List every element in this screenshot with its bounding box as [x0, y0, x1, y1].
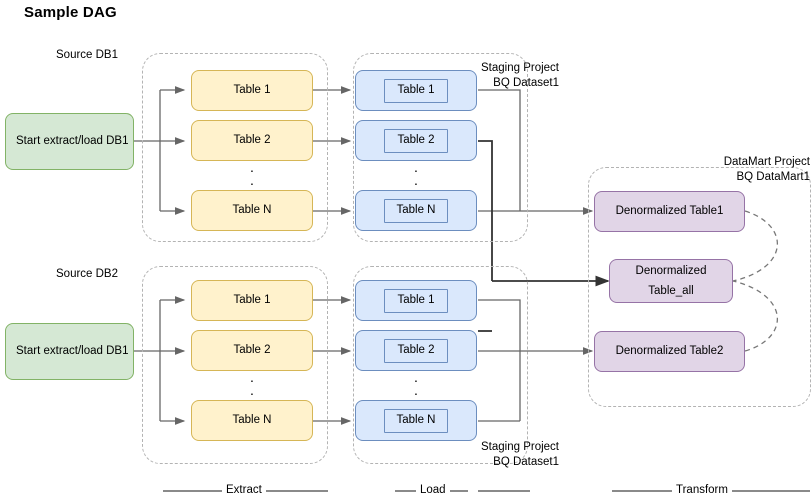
- group-source-db2: [142, 266, 328, 464]
- label-staging-top: Staging Project BQ Dataset1: [481, 62, 559, 89]
- label-source-db1: Source DB1: [56, 49, 119, 61]
- load-db1-table-1-inner: Table 1: [384, 78, 448, 103]
- transform-denormalized-table2-label: Denormalized Table2: [615, 345, 724, 357]
- extract-db1-table-n[interactable]: Table N: [191, 190, 313, 231]
- load-db1-table-2-inner: Table 2: [384, 128, 448, 153]
- extract-db1-table-1-label: Table 1: [233, 84, 271, 96]
- load-db2-ellipsis: ··: [413, 372, 419, 401]
- load-db2-table-2-inner: Table 2: [384, 338, 448, 363]
- extract-db2-table-n[interactable]: Table N: [191, 400, 313, 441]
- label-staging-bottom: Staging Project BQ Dataset1: [481, 441, 559, 468]
- extract-db1-table-2-label: Table 2: [233, 134, 271, 146]
- start-node-db1-label: Start extract/load DB1: [16, 135, 129, 147]
- load-db1-table-2-label: Table 2: [397, 134, 435, 146]
- phase-label-transform: Transform: [672, 484, 732, 496]
- load-db2-table-2[interactable]: Table 2: [355, 330, 477, 371]
- transform-denormalized-table-all[interactable]: Denormalized Table_all: [609, 259, 733, 303]
- load-db2-table-1[interactable]: Table 1: [355, 280, 477, 321]
- extract-db2-table-2[interactable]: Table 2: [191, 330, 313, 371]
- load-db2-table-n-inner: Table N: [384, 408, 448, 433]
- group-source-db1: [142, 53, 328, 242]
- load-db1-table-n-label: Table N: [396, 204, 436, 216]
- extract-db2-table-1[interactable]: Table 1: [191, 280, 313, 321]
- extract-db2-table-n-label: Table N: [232, 414, 272, 426]
- transform-denormalized-table1-label: Denormalized Table1: [615, 205, 724, 217]
- start-node-db2-label: Start extract/load DB1: [16, 345, 129, 357]
- label-source-db2: Source DB2: [56, 268, 119, 280]
- group-staging-db2: [353, 266, 528, 464]
- load-db2-table-1-label: Table 1: [397, 294, 435, 306]
- transform-denormalized-table2[interactable]: Denormalized Table2: [594, 331, 745, 372]
- label-datamart: DataMart Project BQ DataMart1: [723, 156, 810, 183]
- load-db1-table-n[interactable]: Table N: [355, 190, 477, 231]
- load-db1-table-1-label: Table 1: [397, 84, 435, 96]
- extract-db2-ellipsis: ··: [249, 372, 255, 401]
- load-db1-ellipsis: ··: [413, 162, 419, 191]
- start-node-db1[interactable]: Start extract/load DB1: [5, 113, 134, 170]
- extract-db1-table-2[interactable]: Table 2: [191, 120, 313, 161]
- transform-denormalized-table-all-label: Denormalized Table_all: [635, 265, 707, 297]
- group-staging-db1: [353, 53, 528, 242]
- load-db2-table-n[interactable]: Table N: [355, 400, 477, 441]
- load-db1-table-1[interactable]: Table 1: [355, 70, 477, 111]
- phase-label-load: Load: [416, 484, 450, 496]
- transform-denormalized-table1[interactable]: Denormalized Table1: [594, 191, 745, 232]
- load-db2-table-2-label: Table 2: [397, 344, 435, 356]
- load-db2-table-n-label: Table N: [396, 414, 436, 426]
- extract-db1-table-n-label: Table N: [232, 204, 272, 216]
- extract-db1-table-1[interactable]: Table 1: [191, 70, 313, 111]
- extract-db2-table-2-label: Table 2: [233, 344, 271, 356]
- page-title: Sample DAG: [24, 4, 117, 21]
- extract-db2-table-1-label: Table 1: [233, 294, 271, 306]
- phase-label-extract: Extract: [222, 484, 266, 496]
- load-db1-table-2[interactable]: Table 2: [355, 120, 477, 161]
- start-node-db2[interactable]: Start extract/load DB1: [5, 323, 134, 380]
- load-db2-table-1-inner: Table 1: [384, 288, 448, 313]
- extract-db1-ellipsis: ··: [249, 162, 255, 191]
- load-db1-table-n-inner: Table N: [384, 198, 448, 223]
